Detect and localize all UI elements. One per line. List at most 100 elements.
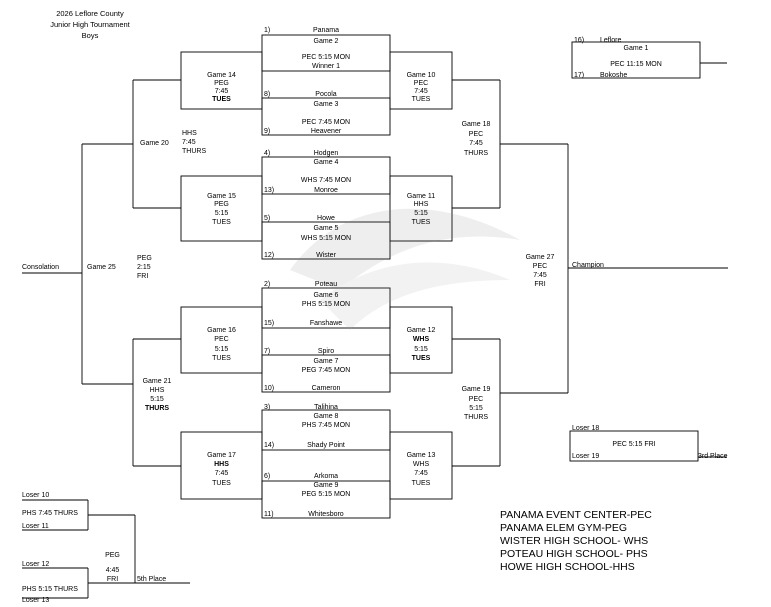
tournament-title: 2026 Leflore County Junior High Tourname… [10,8,170,41]
game-time: 5:15 [469,405,483,412]
team-name: Arkoma [313,473,339,480]
third-place-label: 3rd Place [698,453,728,460]
game-label: Game 9 [313,482,339,489]
game-venue: PEG [214,201,229,208]
seed-number: 10) [264,385,275,392]
game-day: TUES [411,96,431,103]
seed-number: 4) [264,150,271,157]
loser-label: Loser 12 [22,561,50,568]
game-info: PHS 5:15 MON [301,301,351,308]
game-label: Game 27 [525,254,555,261]
game-info: PEC 5:15 FRI [612,441,656,448]
game-venue: PEC [468,396,484,403]
legend-item: HOWE HIGH SCHOOL-HHS [500,561,635,573]
game-label: Game 17 [207,452,236,459]
game-day: TUES [411,219,431,226]
game-time: 5:15 [414,346,428,353]
game-info: PHS 7:45 MON [301,422,351,429]
loser-label: Loser 18 [572,425,600,432]
legend-item: PANAMA ELEM GYM-PEG [500,522,627,534]
game-label: Game 14 [207,72,236,79]
legend-item: WISTER HIGH SCHOOL- WHS [500,535,649,547]
team-name: Howe [317,215,335,222]
legend-item: POTEAU HIGH SCHOOL- PHS [500,548,648,560]
game-venue: PEC [532,263,548,270]
game-info: PEG 7:45 MON [301,367,351,374]
loser-label: Loser 10 [22,492,50,499]
seed-number: 14) [264,442,275,449]
seed-number: 17) [574,72,585,79]
game-time: 5:15 [414,210,428,217]
seed-number: 8) [264,91,271,98]
game-venue: HHS [149,387,165,394]
game-venue: PEG [137,255,152,262]
game-label: Game 13 [406,452,436,459]
seed-number: 6) [264,473,271,480]
game-day: THURS [463,414,489,421]
game-label: Game 6 [313,292,339,299]
seed-number: 12) [264,252,275,259]
watermark-logo [290,208,520,330]
game-info: PEC 7:45 MON [301,119,351,126]
game-label: Game 2 [313,38,339,45]
game-label: Game 16 [207,327,236,334]
game-time: 7:45 [414,470,428,477]
seed-number: 1) [264,27,271,34]
team-name: Heavener [310,128,342,135]
game-time: 5:15 [214,210,229,217]
game-info: PEG 5:15 MON [301,491,351,498]
game-label: Game 18 [461,121,491,128]
game-time: 5:15 [150,396,164,403]
seed-number: 11) [264,511,274,518]
game-time: 7:45 [533,272,547,279]
game-day: FRI [534,281,546,288]
team-name: Panama [312,27,340,34]
game-venue: PEG [105,552,120,559]
game-venue: WHS [412,461,430,468]
seed-number: 5) [264,215,271,222]
game-time: 7:45 [182,139,196,146]
game-info: PEC 5:15 MON [301,54,351,61]
game-label: Game 21 [142,378,172,385]
game-label: Game 12 [406,327,436,334]
game-day: THURS [144,405,170,412]
game-note: Winner 1 [311,63,340,70]
team-name: Poteau [314,281,338,288]
team-name: Fanshawe [309,320,343,327]
game-time: 7:45 [469,140,483,147]
team-name: Monroe [314,187,338,194]
game-venue: HHS [182,130,197,137]
game-label: Game 19 [461,386,491,393]
game-time: 7:45 [214,470,229,477]
title-line-2: Junior High Tournament [50,20,130,29]
fifth-place-label: 5th Place [137,576,167,583]
team-name: Spiro [317,348,335,355]
champion-label: Champion [572,262,604,269]
team-name: Bokoshe [600,72,628,79]
game-label: Game 10 [406,72,436,79]
game-day: TUES [212,480,231,487]
game-info: WHS 7:45 MON [300,177,352,184]
game-day: TUES [411,355,431,362]
game-venue: PEG [214,80,229,87]
seed-number: 15) [264,320,275,327]
game-day: THURS [463,150,489,157]
seed-number: 9) [264,128,271,135]
title-line-3: Boys [81,31,99,40]
game-label: Game 4 [313,159,339,166]
game-time: 4:45 [105,567,120,574]
game-label: Game 3 [313,101,339,108]
consolation-label: Consolation [22,264,59,271]
game-info: PHS 5:15 THURS [22,586,78,593]
game-venue: PEC [413,80,429,87]
legend-item: PANAMA EVENT CENTER-PEC [500,509,652,521]
game-info: PHS 7:45 THURS [22,510,78,517]
team-name: Talihina [314,404,338,411]
game-day: TUES [212,219,231,226]
game-label: Game 8 [313,413,339,420]
seed-number: 13) [264,187,275,194]
game-day: TUES [212,96,231,103]
game-info: PEC 11:15 MON [610,61,662,68]
seed-number: 16) [574,37,585,44]
